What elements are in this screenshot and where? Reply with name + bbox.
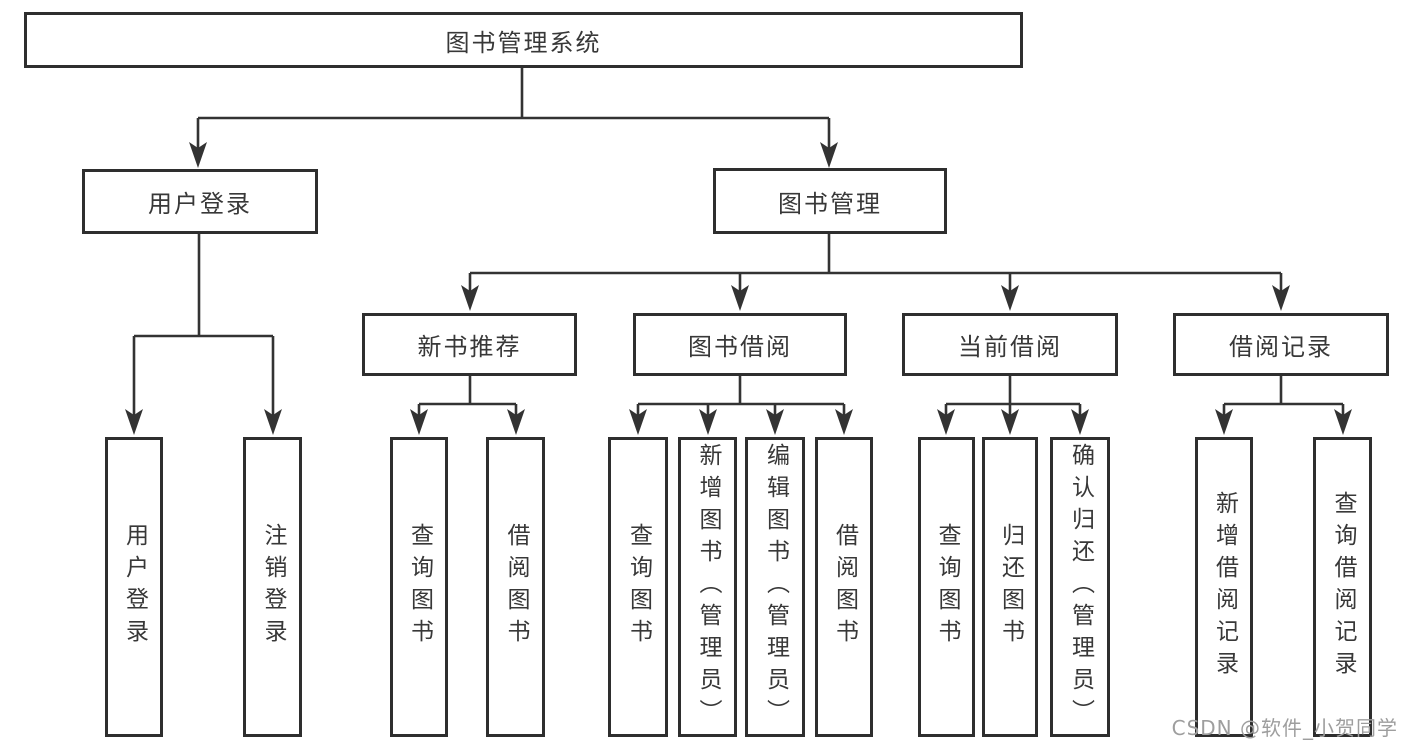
node-user-login: 用户登录	[82, 169, 318, 234]
node-edit-book-admin: 编辑图书（管理员）	[745, 437, 805, 737]
node-new-book-recommendation: 新书推荐	[362, 313, 577, 376]
node-confirm-return-admin: 确认归还（管理员）	[1050, 437, 1110, 737]
node-book-borrowing: 图书借阅	[633, 313, 847, 376]
node-return-book: 归还图书	[982, 437, 1038, 737]
arrowheads	[125, 142, 1352, 435]
node-query-books-current: 查询图书	[918, 437, 975, 737]
node-add-borrow-record: 新增借阅记录	[1195, 437, 1253, 737]
node-borrow-books-borrowing: 借阅图书	[815, 437, 873, 737]
node-borrowing-records: 借阅记录	[1173, 313, 1389, 376]
node-library-management-system: 图书管理系统	[24, 12, 1023, 68]
watermark-text: CSDN @软件_小贺同学	[1171, 716, 1398, 740]
node-logout: 注销登录	[243, 437, 302, 737]
node-user-login-action: 用户登录	[105, 437, 163, 737]
node-query-borrow-record: 查询借阅记录	[1313, 437, 1372, 737]
node-query-books-recommend: 查询图书	[390, 437, 448, 737]
node-query-books-borrowing: 查询图书	[608, 437, 668, 737]
node-add-book-admin: 新增图书（管理员）	[678, 437, 737, 737]
node-current-borrowing: 当前借阅	[902, 313, 1118, 376]
node-borrow-books-recommend: 借阅图书	[486, 437, 545, 737]
node-book-management: 图书管理	[713, 168, 947, 234]
